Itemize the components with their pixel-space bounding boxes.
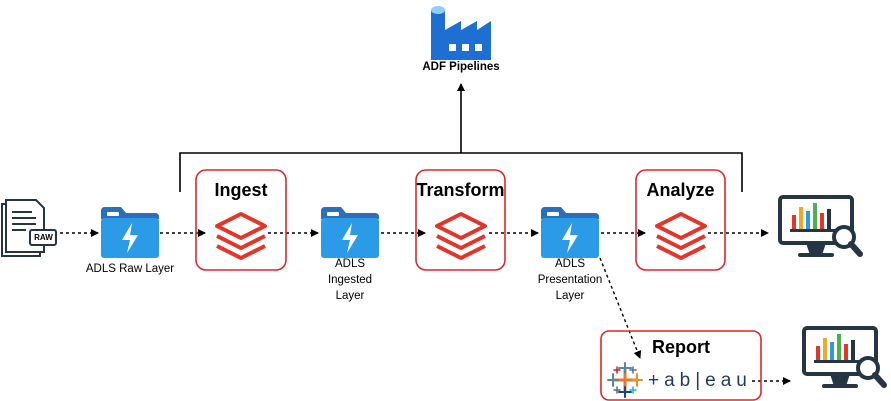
adls-presentation-label-line2: Presentation: [537, 274, 603, 286]
data-factory-icon: [431, 6, 491, 60]
analyze-box: [635, 169, 726, 271]
databricks-icon-ingest: [215, 212, 267, 260]
ingest-title: Ingest: [214, 180, 268, 200]
adls-folder-icon-presentation: [541, 207, 599, 258]
databricks-icon-transform: [435, 212, 487, 260]
adls-folder-icon-raw: [101, 207, 159, 258]
transform-title: Transform: [416, 180, 505, 200]
analytics-monitor-icon-report: [804, 328, 884, 388]
tableau-logo-icon: [607, 362, 643, 398]
report-title: Report: [652, 337, 710, 357]
tableau-wordmark: +ab|eau: [648, 370, 752, 391]
adls-ingested-label-line3: Layer: [335, 290, 365, 302]
adls-presentation-label-line3: Layer: [555, 290, 585, 302]
analytics-monitor-icon-main: [780, 197, 860, 257]
transform-box: [415, 169, 506, 271]
adls-folder-icon-ingested: [321, 207, 379, 258]
analyze-title: Analyze: [646, 180, 715, 200]
raw-badge: RAW: [34, 233, 53, 242]
flow-arrows: [60, 229, 791, 385]
databricks-icon-analyze: [655, 212, 707, 260]
adls-ingested-label-line1: ADLS: [334, 258, 366, 270]
report-box: [600, 330, 762, 401]
ingest-box: [195, 169, 287, 271]
raw-files-icon: [1, 199, 57, 257]
adls-raw-layer-label: ADLS Raw Layer: [85, 263, 175, 275]
adls-presentation-label-line1: ADLS: [554, 258, 586, 270]
adls-ingested-label-line2: Ingested: [327, 274, 373, 286]
adf-label: ADF Pipelines: [422, 61, 500, 73]
